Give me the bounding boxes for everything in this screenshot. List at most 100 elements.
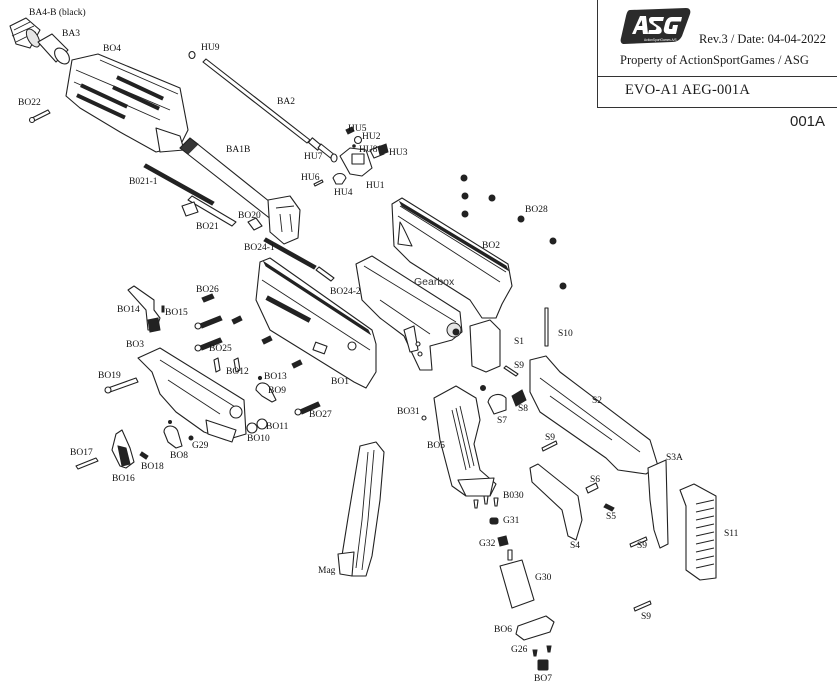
part-bo3-frame: [137, 347, 247, 443]
part-bo22-pin: [28, 109, 51, 124]
label-s9-1: S9: [514, 361, 525, 371]
label-bo28: BO28: [525, 205, 548, 215]
label-bo8: BO8: [170, 451, 188, 461]
label-bo27: BO27: [309, 410, 332, 420]
label-bo1: BO1: [331, 377, 349, 387]
label-bo10: BO10: [247, 434, 270, 444]
part-bo19-pin: [104, 377, 139, 394]
sheet-code: 001A: [790, 113, 826, 130]
part-s4-latch: [529, 463, 583, 541]
label-bo16: BO16: [112, 474, 135, 484]
label-s10: S10: [558, 329, 573, 339]
label-s4: S4: [570, 541, 581, 551]
part-s1-block: [469, 319, 501, 373]
part-bo24-2-rod: [315, 266, 335, 282]
label-s2: S2: [592, 396, 603, 406]
label-g31: G31: [503, 516, 520, 526]
part-bo8-lever: [163, 420, 194, 449]
label-bo26: BO26: [196, 285, 219, 295]
label-s3a: S3A: [666, 453, 683, 463]
part-bo25-bo26-screws: [194, 293, 321, 416]
part-s5-spring: [603, 503, 615, 512]
label-hu9: HU9: [201, 43, 220, 53]
label-bo2: BO2: [482, 241, 500, 251]
part-s7-button: [487, 393, 507, 415]
part-small-screw: [480, 385, 486, 391]
title-divider: [598, 76, 837, 77]
label-g32: G32: [479, 539, 496, 549]
label-bo3: BO3: [126, 340, 144, 350]
label-g30: G30: [535, 573, 552, 583]
part-s9-pin-2: [541, 440, 558, 452]
part-g26-screw-1: [532, 649, 538, 657]
label-bo13: BO13: [264, 372, 287, 382]
label-hu4: HU4: [334, 188, 353, 198]
label-hu2: HU2: [362, 132, 381, 142]
asg-logo-icon: ActionSportGames A/S: [620, 8, 691, 44]
part-bo31-screw: [421, 415, 427, 421]
label-s1: S1: [514, 337, 525, 347]
label-s5: S5: [606, 512, 617, 522]
part-bo4-handguard: [65, 53, 189, 153]
label-b030: B030: [503, 491, 524, 501]
label-bo6: BO6: [494, 625, 512, 635]
label-hu7: HU7: [304, 152, 323, 162]
revision-date: Rev.3 / Date: 04-04-2022: [699, 32, 826, 46]
label-bo19: BO19: [98, 371, 121, 381]
part-b021-1-spring: [143, 163, 215, 206]
part-g32-spring: [497, 535, 509, 547]
part-s10-pin: [544, 307, 549, 347]
label-bo5: BO5: [427, 441, 445, 451]
label-bo24-1: BO24-1: [244, 243, 275, 253]
label-hu1: HU1: [366, 181, 385, 191]
label-ba1b: BA1B: [226, 145, 251, 155]
part-s6-pin: [585, 482, 599, 494]
label-bo31: BO31: [397, 407, 420, 417]
part-bo2-upper-rail: [391, 197, 513, 319]
part-bo6-baseplate: [515, 615, 555, 641]
model-number: EVO-A1 AEG-001A: [625, 82, 751, 98]
part-hu9-ring: [188, 50, 196, 60]
part-bo28-screws: [460, 174, 567, 290]
part-b030-screws: [473, 495, 499, 509]
label-ba4b: BA4-B (black): [29, 8, 86, 18]
label-bo11: BO11: [266, 422, 289, 432]
part-bo14-selector: [127, 285, 165, 333]
part-s9-pin-3: [629, 536, 648, 548]
part-s3a-hinge: [647, 459, 669, 549]
label-bo21: BO21: [196, 222, 219, 232]
part-g30-motor: [499, 549, 535, 609]
label-s11: S11: [724, 529, 739, 539]
part-s9-pin-1: [503, 365, 519, 377]
label-s6: S6: [590, 475, 601, 485]
label-s9-3: S9: [637, 541, 648, 551]
part-bo1-receiver: [255, 257, 377, 389]
label-bo15: BO15: [165, 308, 188, 318]
label-g29: G29: [192, 441, 209, 451]
label-bo14: BO14: [117, 305, 140, 315]
label-hu6: HU6: [301, 173, 320, 183]
part-bo16-trigger: [75, 429, 149, 470]
label-bo24-2: BO24-2: [330, 287, 361, 297]
part-hop-up-group: [313, 126, 389, 187]
property-notice: Property of ActionSportGames / ASG: [620, 53, 809, 67]
part-bo5-grip: [433, 385, 497, 497]
label-bo17: BO17: [70, 448, 93, 458]
label-bo25: BO25: [209, 344, 232, 354]
label-bo18: BO18: [141, 462, 164, 472]
label-mag: Mag: [318, 566, 336, 576]
part-ba2-inner-barrel: [202, 58, 338, 163]
label-bo4: BO4: [103, 44, 121, 54]
part-bo20-block: [247, 217, 263, 231]
label-ba2: BA2: [277, 97, 295, 107]
part-s11-buttpad: [679, 483, 717, 581]
title-block: ActionSportGames A/S Rev.3 / Date: 04-04…: [597, 0, 837, 108]
label-bo12: BO12: [226, 367, 249, 377]
label-ba3: BA3: [62, 29, 80, 39]
label-s8: S8: [518, 404, 529, 414]
part-ba3-adapter: [37, 33, 70, 65]
label-bo20: BO20: [238, 211, 261, 221]
label-bo22: BO22: [18, 98, 41, 108]
part-s8-spring: [511, 389, 527, 407]
